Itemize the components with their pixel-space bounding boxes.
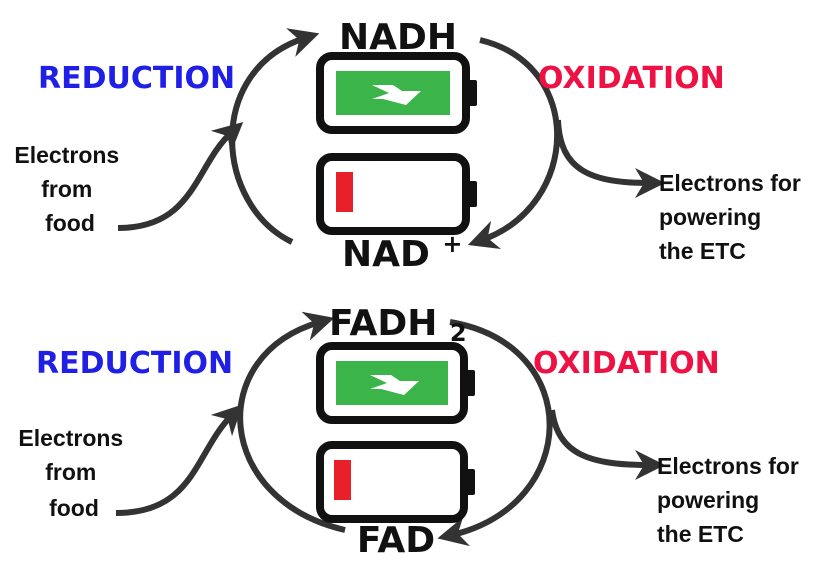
battery-low-icon (316, 153, 477, 235)
lightning-bolt-icon (372, 85, 421, 105)
oxidized-carrier-name: NAD (342, 234, 430, 275)
battery-full-icon (316, 52, 477, 134)
nad-cycle: NADH NAD + REDUCTION OXIDATION Electrons… (14, 17, 807, 275)
oxidized-carrier-label: FAD (357, 520, 435, 561)
electron-input-label: Electrons from food (14, 142, 125, 236)
reduction-label: REDUCTION (36, 346, 233, 381)
battery-low-icon (316, 441, 475, 523)
battery-full-icon (316, 342, 475, 424)
oxidation-label: OXIDATION (533, 346, 720, 381)
reduced-carrier-name: FADH (329, 303, 437, 344)
reduction-arc-arrow (229, 28, 320, 245)
electron-input-label: Electrons from food (18, 425, 129, 521)
etc-output-arrow (549, 409, 665, 480)
reduced-carrier-label: NADH (339, 17, 457, 58)
etc-output-arrow (555, 119, 665, 198)
electron-output-label: Electrons for powering the ETC (659, 170, 807, 264)
oxidation-label: OXIDATION (538, 61, 725, 96)
electron-output-label: Electrons for powering the ETC (657, 453, 805, 547)
food-input-arrow (117, 122, 244, 231)
food-input-arrow (115, 404, 243, 516)
reduced-carrier-subscript: 2 (450, 319, 467, 347)
reduction-label: REDUCTION (38, 61, 235, 96)
lightning-bolt-icon (370, 375, 419, 395)
oxidation-arc-arrow (437, 319, 553, 547)
oxidized-carrier-label: NAD + (342, 230, 463, 275)
fad-cycle: FADH 2 FAD REDUCTION OXIDATION Electrons… (18, 303, 805, 561)
oxidized-carrier-superscript: + (442, 230, 462, 258)
reduced-carrier-label: FADH 2 (329, 303, 467, 347)
